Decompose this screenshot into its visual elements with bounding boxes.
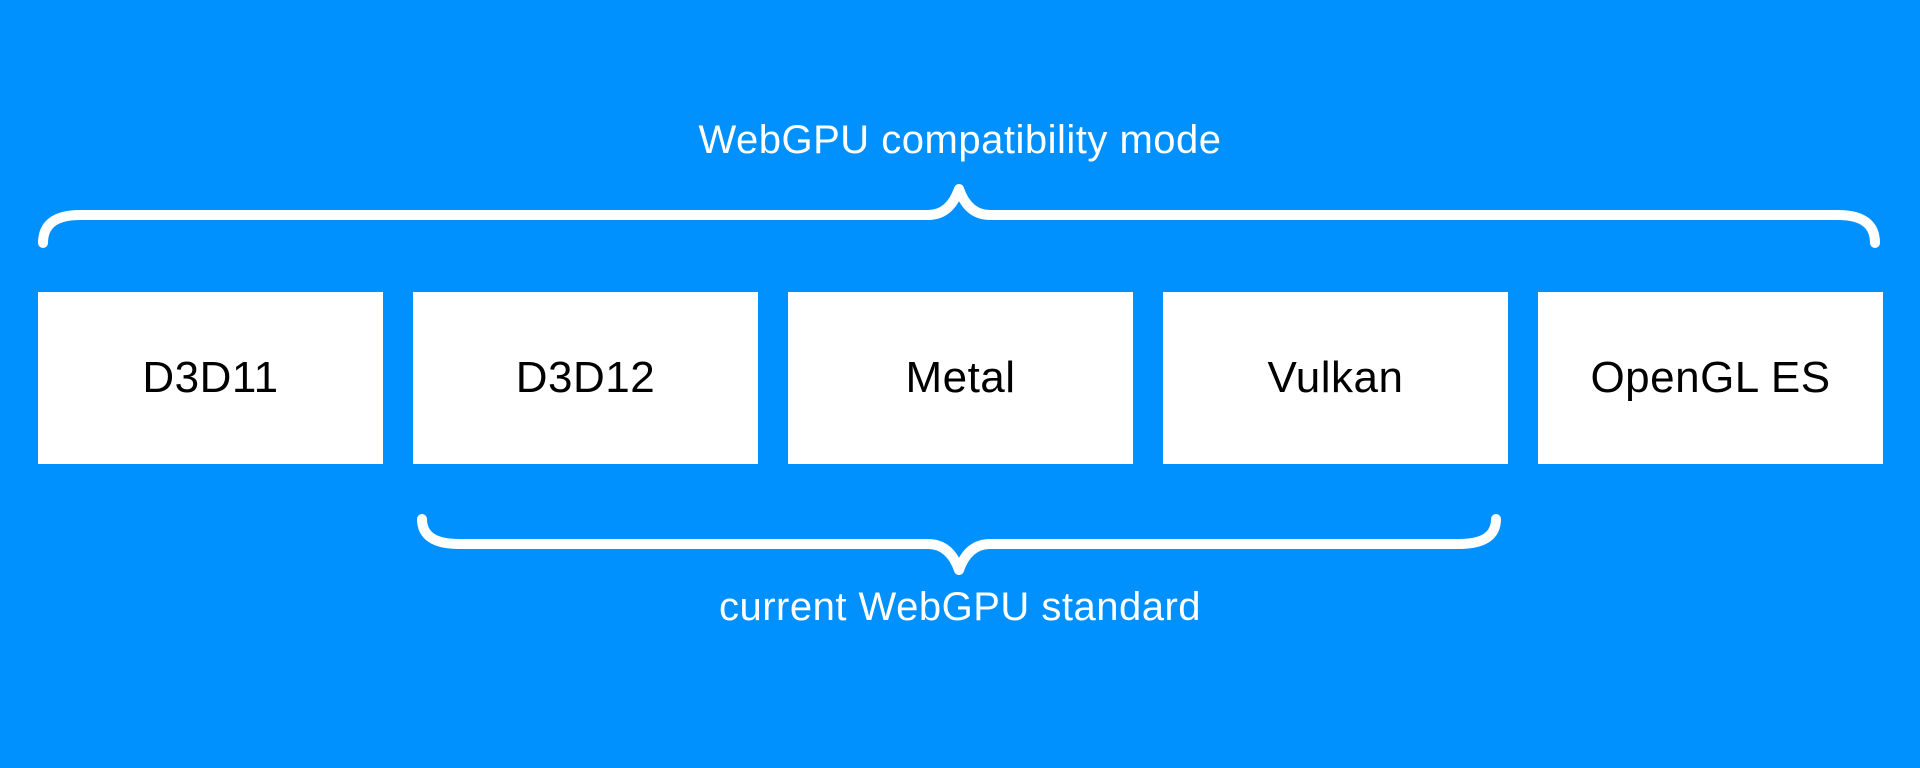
api-box-label: Vulkan <box>1267 353 1404 402</box>
api-box-d3d11: D3D11 <box>38 292 383 464</box>
api-box-label: D3D11 <box>142 353 279 402</box>
top-brace-label: WebGPU compatibility mode <box>698 118 1222 162</box>
api-box-label: D3D12 <box>515 353 656 402</box>
api-box-metal: Metal <box>788 292 1133 464</box>
api-boxes-row: D3D11 D3D12 Metal Vulkan OpenGL ES <box>38 292 1883 464</box>
api-box-d3d12: D3D12 <box>413 292 758 464</box>
api-box-opengl-es: OpenGL ES <box>1538 292 1883 464</box>
api-box-label: Metal <box>905 353 1016 402</box>
api-box-vulkan: Vulkan <box>1163 292 1508 464</box>
bottom-brace-icon <box>417 514 1501 575</box>
bottom-brace-label: current WebGPU standard <box>718 585 1202 629</box>
api-box-label: OpenGL ES <box>1590 353 1831 402</box>
top-brace-icon <box>38 184 1880 248</box>
